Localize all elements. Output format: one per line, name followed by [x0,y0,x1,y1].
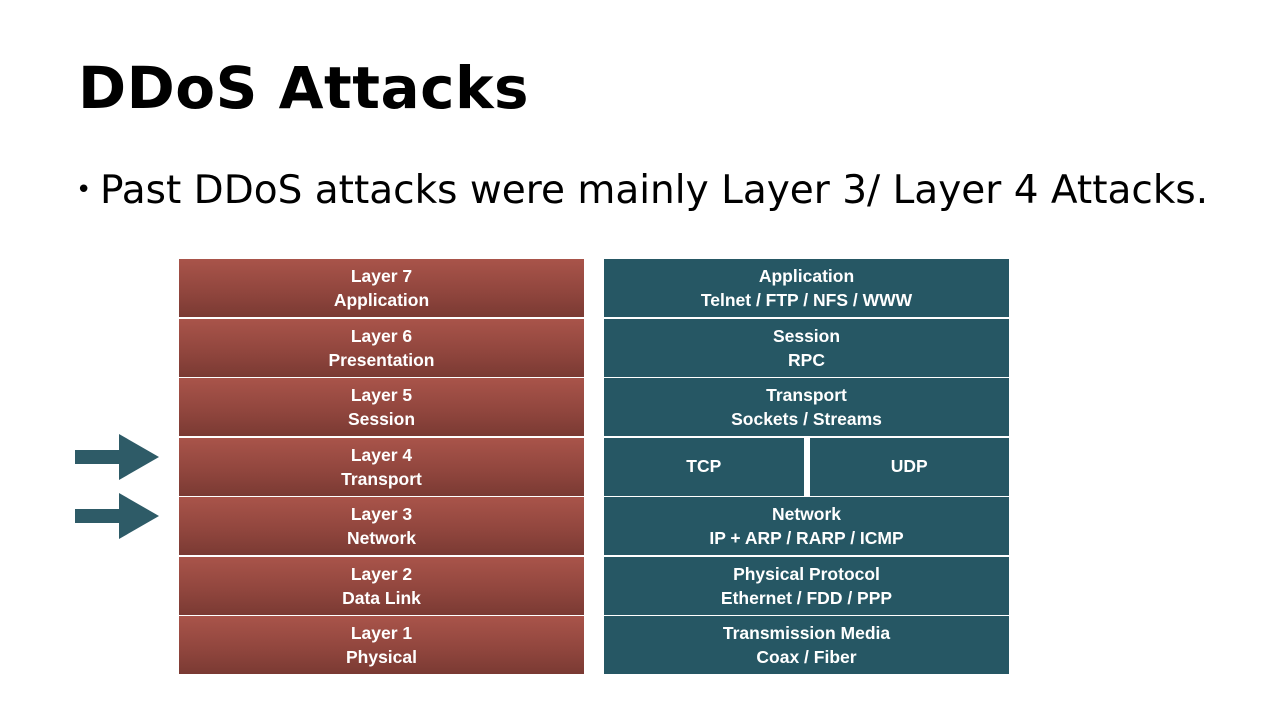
protocol-tcp-udp-row: TCP UDP [604,437,1009,496]
osi-layer-column: Layer 7 Application Layer 6 Presentation… [179,259,584,676]
layer-label: Presentation [328,349,435,370]
protocol-udp: UDP [809,437,1009,496]
slide-title: DDoS Attacks [78,54,530,122]
protocol-title: Network [771,504,842,524]
bullet-item: • Past DDoS attacks were mainly Layer 3/… [76,160,1208,220]
protocol-detail: Coax / Fiber [756,647,857,667]
layer-label: Session [347,409,416,429]
right-arrow-icon [75,493,159,539]
osi-layer-2: Layer 2 Data Link [179,556,584,615]
protocol-detail: IP + ARP / RARP / ICMP [709,528,904,548]
layer-label: Network [346,528,417,548]
protocol-title: Application [758,266,855,286]
osi-layer-1: Layer 1 Physical [179,616,584,674]
layer-name: Layer 2 [350,563,413,584]
protocol-detail: Telnet / FTP / NFS / WWW [700,290,913,310]
bullet-text: Past DDoS attacks were mainly Layer 3/ L… [100,167,1209,213]
protocol-tcp: TCP [604,437,804,496]
protocol-physical: Physical Protocol Ethernet / FDD / PPP [604,556,1009,615]
protocol-session: Session RPC [604,318,1009,377]
osi-layer-3: Layer 3 Network [179,497,584,555]
layer-name: Layer 4 [350,444,413,465]
protocol-detail: RPC [788,349,825,370]
osi-layer-5: Layer 5 Session [179,378,584,436]
protocol-network: Network IP + ARP / RARP / ICMP [604,497,1009,555]
layer-name: Layer 1 [350,623,413,643]
protocol-detail: Ethernet / FDD / PPP [720,587,893,608]
protocol-title: Transmission Media [722,623,891,643]
layer-name: Layer 3 [350,504,413,524]
osi-layer-6: Layer 6 Presentation [179,318,584,377]
layer-label: Transport [341,468,422,489]
osi-layer-4: Layer 4 Transport [179,437,584,496]
protocol-detail: Sockets / Streams [731,409,882,429]
protocol-stack-column: Application Telnet / FTP / NFS / WWW Ses… [604,259,1009,676]
layer-name: Layer 6 [350,325,413,346]
layer-name: Layer 7 [350,266,413,286]
protocol-title: Physical Protocol [733,563,880,584]
osi-layer-7: Layer 7 Application [179,259,584,317]
bullet-icon: • [76,175,92,205]
protocol-transport: Transport Sockets / Streams [604,378,1009,436]
layer-label: Data Link [342,587,421,608]
protocol-application: Application Telnet / FTP / NFS / WWW [604,259,1009,317]
protocol-title: Session [772,325,841,346]
layer-label: Application [333,290,430,310]
layer-name: Layer 5 [350,385,413,405]
right-arrow-icon [75,434,159,480]
layer-label: Physical [345,647,418,667]
protocol-title: Transport [766,385,847,405]
protocol-transmission-media: Transmission Media Coax / Fiber [604,616,1009,674]
